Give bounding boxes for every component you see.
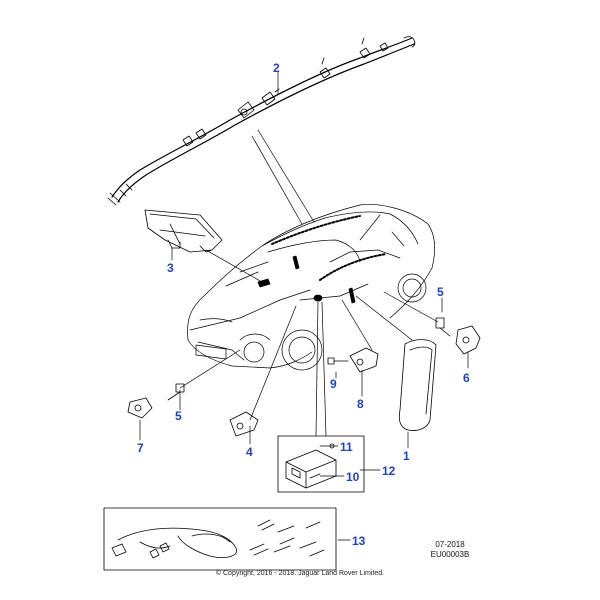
module-group-box [277,435,365,493]
side-airbag-icon [398,339,437,431]
diagram-code: EU00003B [430,550,470,559]
callout-8: 8 [357,397,364,411]
callout-2: 2 [273,61,280,75]
callout-7: 7 [137,441,144,455]
callout-6: 6 [463,371,470,385]
crash-sensor-icon [127,325,481,437]
screw-icon [167,317,451,401]
callout-5-right: 5 [437,285,444,299]
terminal-pins-icon [249,519,325,557]
callout-3: 3 [167,261,174,275]
car-curtain-airbag-icon [271,215,387,281]
callout-4: 4 [246,445,253,459]
harness-kit-box [103,507,337,571]
callout-1: 1 [403,449,410,463]
callout-10: 10 [346,470,360,484]
car-outline-icon [187,204,435,371]
leader-lines [139,71,469,541]
callout-9: 9 [330,377,337,391]
control-module-icon [285,443,337,489]
callout-5-left: 5 [175,409,182,423]
curtain-airbag-icon [107,36,416,206]
diagram-date: 07-2018 [435,540,465,549]
wiring-harness-icon [111,527,238,559]
copyright-notice: © Copyright, 2016 - 2018. Jaguar Land Ro… [215,570,385,577]
callout-11: 11 [340,440,353,454]
callout-12: 12 [382,464,396,478]
knee-airbag-module-icon [144,209,223,253]
callout-13: 13 [352,534,366,548]
